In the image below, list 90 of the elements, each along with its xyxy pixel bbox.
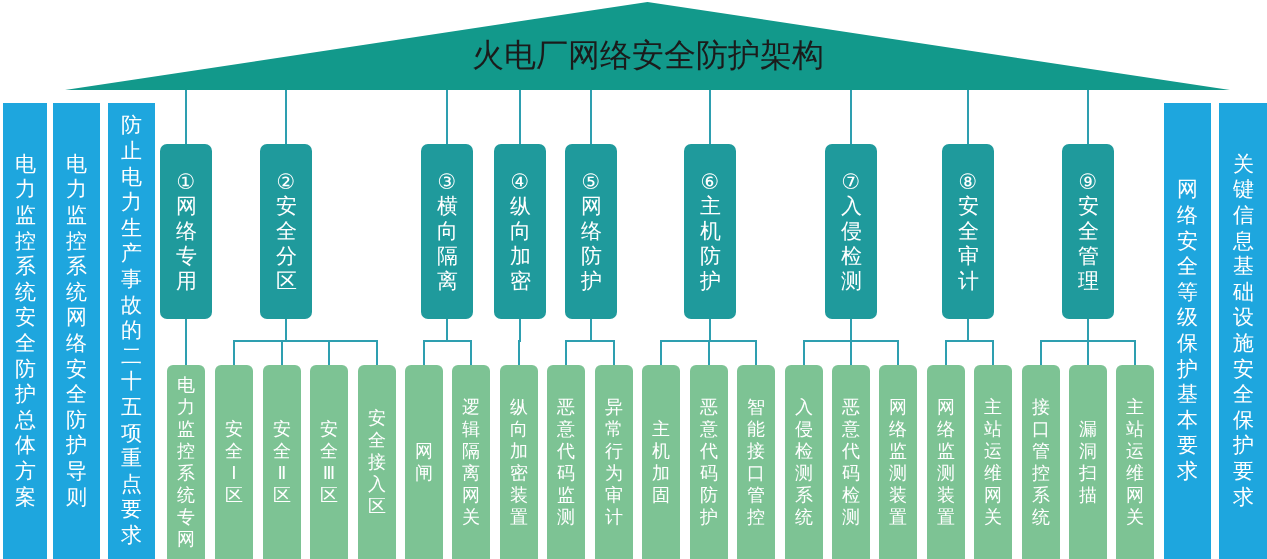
node-label: ⑤网络防护	[580, 169, 602, 294]
standard-pillar	[1164, 103, 1211, 559]
node-label: 安全Ⅰ区	[225, 418, 243, 506]
node-label: ③横向隔离	[436, 169, 458, 294]
roof-banner	[65, 0, 1230, 92]
node-label: ⑨安全管理	[1077, 169, 1099, 294]
node-label: 电力监控系统安全防护总体方案	[14, 151, 36, 511]
node-label: 恶意代码防护	[700, 396, 718, 528]
measure-box	[215, 365, 253, 559]
category-box	[684, 144, 736, 319]
node-label: ⑦入侵检测	[840, 169, 862, 294]
category-box	[565, 144, 617, 319]
measure-box	[500, 365, 538, 559]
measure-box	[405, 365, 443, 559]
node-label: 逻辑隔离网关	[462, 396, 480, 528]
node-label: 安全Ⅲ区	[320, 418, 338, 506]
connector-line	[590, 89, 592, 145]
connector-line	[285, 318, 378, 366]
node-label: 主站运维网关	[984, 396, 1002, 528]
node-label: 安全接入区	[368, 407, 386, 517]
node-label: 网络监测装置	[889, 396, 907, 528]
node-label: 漏洞扫描	[1079, 418, 1097, 506]
connector-line	[185, 89, 187, 145]
connector-line	[850, 318, 899, 366]
node-label: 入侵检测系统	[795, 396, 813, 528]
node-label: 智能接口管控	[747, 396, 765, 528]
measure-box	[879, 365, 917, 559]
measure-box	[452, 365, 490, 559]
connector-line	[446, 89, 448, 145]
node-label: 恶意代码监测	[557, 396, 575, 528]
node-label: 防止电力生产事故的二十五项重点要求	[121, 113, 142, 549]
measure-box	[642, 365, 680, 559]
connector-line	[185, 318, 187, 366]
category-box	[825, 144, 877, 319]
connector-line	[1087, 318, 1136, 366]
measure-box	[832, 365, 870, 559]
connector-line	[850, 89, 852, 145]
node-label: 关键信息基础设施安全保护要求	[1232, 151, 1254, 511]
node-label: 主机加固	[652, 418, 670, 506]
connector-line	[518, 318, 521, 366]
category-box	[260, 144, 312, 319]
measure-box	[167, 365, 205, 559]
measure-box	[595, 365, 633, 559]
node-label: 异常行为审计	[605, 396, 623, 528]
connector-line	[285, 89, 287, 145]
roof-label: 火电厂网络安全防护架构	[471, 35, 824, 76]
node-label: 安全Ⅱ区	[273, 418, 291, 506]
measure-box	[737, 365, 775, 559]
connector-line	[709, 89, 711, 145]
category-box	[421, 144, 473, 319]
connector-line	[1087, 89, 1089, 145]
node-label: 恶意代码检测	[842, 396, 860, 528]
node-label: 主站运维网关	[1126, 396, 1144, 528]
measure-box	[690, 365, 728, 559]
node-label: 接口管控系统	[1032, 396, 1050, 528]
node-label: 网闸	[415, 440, 433, 484]
connector-line	[967, 89, 969, 145]
measure-box	[785, 365, 823, 559]
measure-box	[310, 365, 348, 559]
measure-box	[974, 365, 1012, 559]
node-label: 网络安全等级保护基本要求	[1177, 177, 1198, 485]
node-label: 纵向加密装置	[510, 396, 528, 528]
standard-pillar	[3, 103, 47, 559]
standard-pillar	[53, 103, 100, 559]
category-box	[494, 144, 546, 319]
connector-line	[519, 89, 521, 145]
measure-box	[263, 365, 301, 559]
measure-box	[1022, 365, 1060, 559]
node-label: 电力监控系统专网	[177, 374, 195, 550]
standard-pillar	[1219, 103, 1267, 559]
node-label: 网络监测装置	[937, 396, 955, 528]
node-label: ①网络专用	[175, 169, 197, 294]
standard-pillar	[108, 103, 155, 559]
measure-box	[1116, 365, 1154, 559]
measure-box	[358, 365, 396, 559]
category-box	[1062, 144, 1114, 319]
category-box	[942, 144, 994, 319]
measure-box	[927, 365, 965, 559]
node-label: ⑧安全审计	[957, 169, 979, 294]
node-label: ②安全分区	[275, 169, 297, 294]
measure-box	[547, 365, 585, 559]
category-box	[160, 144, 212, 319]
node-label: ⑥主机防护	[699, 169, 721, 294]
connector-line	[967, 318, 994, 366]
node-label: 电力监控系统网络安全防护导则	[66, 151, 87, 511]
connector-line	[446, 318, 472, 366]
measure-box	[1069, 365, 1107, 559]
connector-line	[590, 318, 615, 366]
connector-line	[709, 318, 757, 366]
node-label: ④纵向加密	[509, 169, 531, 294]
